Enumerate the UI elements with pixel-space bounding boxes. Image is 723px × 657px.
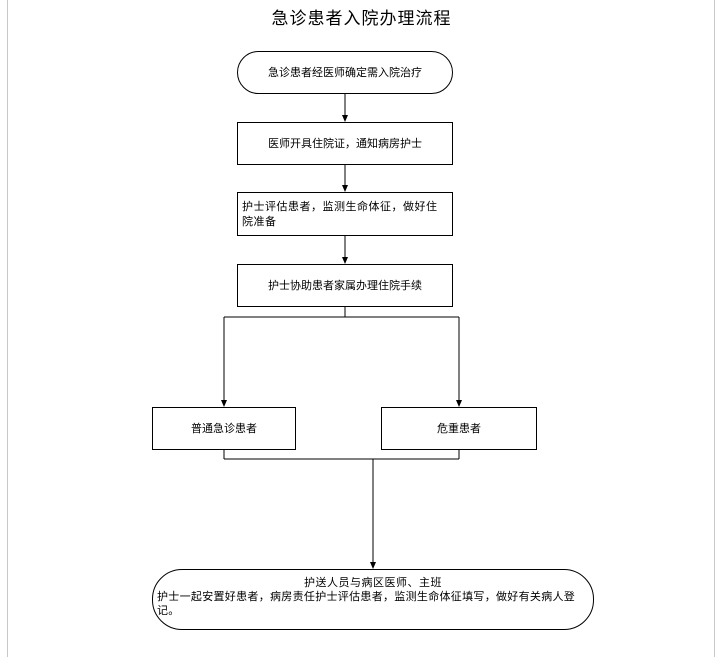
node-critical-patient: 危重患者: [381, 407, 537, 450]
node-end-line1: 护送人员与病区医师、主班: [304, 576, 442, 589]
page-edge-right: [714, 0, 715, 657]
node-critical-patient-label: 危重患者: [437, 422, 481, 435]
node-nurse-assessment: 护士评估患者，监测生命体征，做好住院准备: [237, 192, 453, 236]
node-end-line2: 护士一起安置好患者，病房责任护士评估患者，监测生命体征填写，做好有关病人登记。: [157, 590, 576, 617]
node-end: 护送人员与病区医师、主班 护士一起安置好患者，病房责任护士评估患者，监测生命体征…: [152, 569, 594, 630]
node-admission-procedures: 护士协助患者家属办理住院手续: [237, 264, 453, 307]
diagram-title: 急诊患者入院办理流程: [271, 9, 452, 29]
node-normal-patient-label: 普通急诊患者: [191, 422, 257, 435]
node-admission-procedures-label: 护士协助患者家属办理住院手续: [268, 279, 422, 292]
node-start: 急诊患者经医师确定需入院治疗: [237, 51, 453, 94]
node-issue-admission: 医师开具住院证，通知病房护士: [237, 122, 453, 165]
node-start-label: 急诊患者经医师确定需入院治疗: [268, 66, 422, 79]
node-normal-patient: 普通急诊患者: [152, 407, 296, 450]
node-issue-admission-label: 医师开具住院证，通知病房护士: [268, 137, 422, 150]
page-edge-left: [7, 0, 8, 657]
node-nurse-assessment-label: 护士评估患者，监测生命体征，做好住院准备: [242, 200, 438, 228]
